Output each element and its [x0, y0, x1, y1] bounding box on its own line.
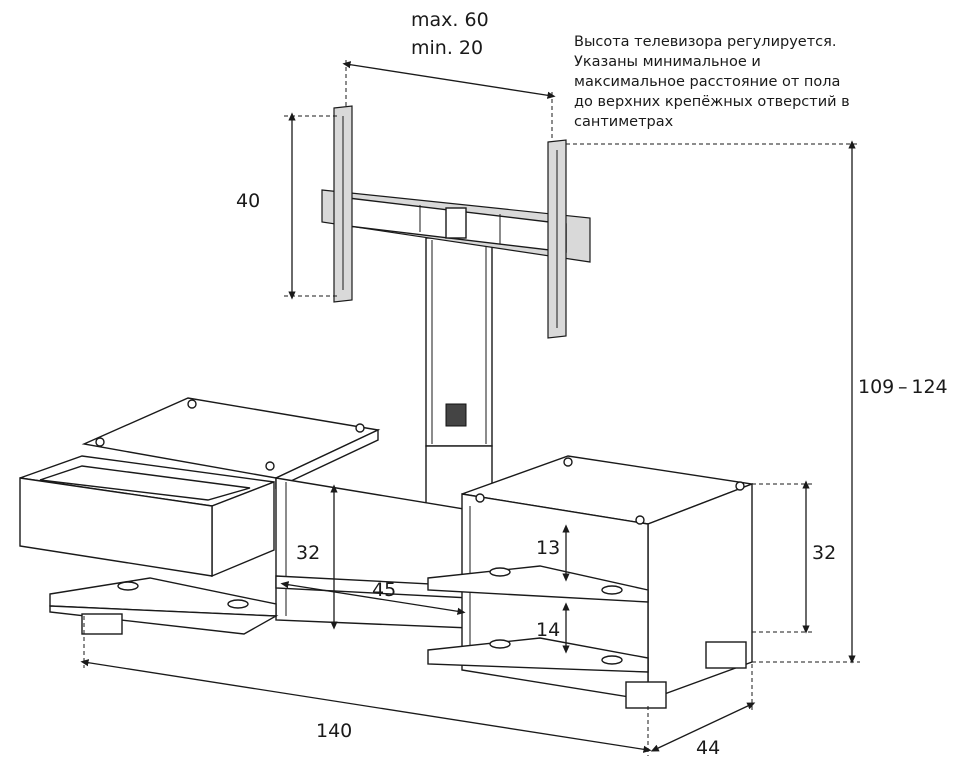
note-block: Высота телевизора регулируется. Указаны …	[574, 34, 850, 130]
bracket-width-arrow	[342, 61, 556, 99]
label-center-width: 45	[372, 579, 396, 601]
label-depth: 44	[696, 737, 720, 759]
depth-arrow	[650, 702, 756, 752]
label-total-width: 140	[316, 720, 352, 742]
center-width-arrow	[280, 581, 466, 615]
note-line-5: сантиметрах	[574, 114, 674, 130]
foot-front-right	[625, 681, 667, 709]
label-lower-shelf: 14	[536, 619, 560, 641]
note-line-2: Указаны минимальное и	[574, 54, 761, 70]
note-line-4: до верхних крепёжных отверстий в	[574, 94, 850, 110]
total-width-arrow	[80, 659, 652, 753]
label-right-height: 32	[812, 542, 836, 564]
dimension-lines	[80, 60, 860, 756]
label-bracket-max: max. 60	[411, 9, 489, 31]
column-clip-icon	[445, 403, 467, 427]
note-line-3: максимальное расстояние от пола	[574, 74, 840, 90]
foot-left	[81, 613, 123, 635]
tv-stand-body	[19, 397, 755, 709]
label-bracket-min: min. 20	[411, 37, 483, 59]
label-left-height: 32	[296, 542, 320, 564]
label-total-height: 109 – 124	[858, 376, 948, 398]
note-line-1: Высота телевизора регулируется.	[574, 34, 836, 50]
foot-back-right	[705, 641, 747, 669]
dimension-labels: max. 60 min. 20 40 109 – 124 32 45 32 13…	[236, 9, 948, 759]
drawer-front	[19, 477, 213, 577]
left-lower-shelf	[49, 577, 277, 617]
label-bracket-height: 40	[236, 190, 260, 212]
label-upper-shelf: 13	[536, 537, 560, 559]
